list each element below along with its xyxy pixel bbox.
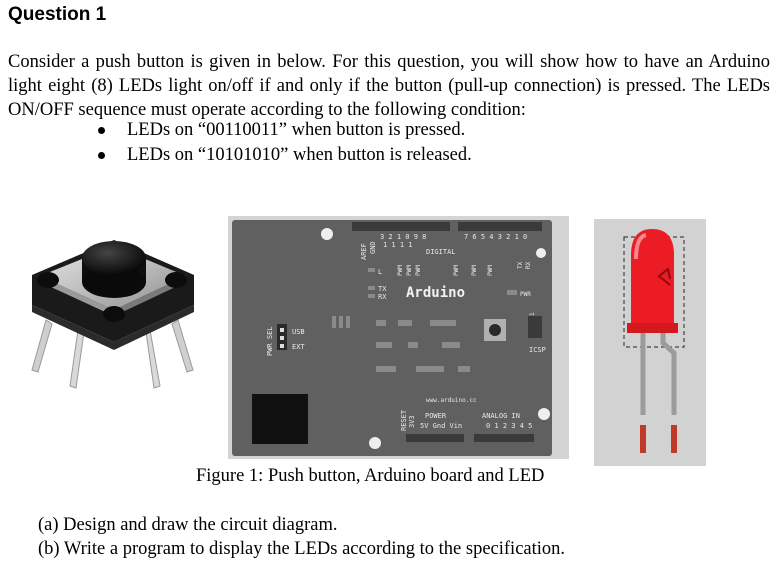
task-list: (a) Design and draw the circuit diagram.… — [38, 513, 565, 561]
tx-pin-label: TX — [517, 261, 524, 269]
condition-released: LEDs on “10101010” when button is releas… — [96, 143, 472, 168]
analog-in-label: ANALOG IN — [482, 412, 520, 420]
task-a: (a) Design and draw the circuit diagram. — [38, 515, 338, 535]
pwm-label-3: PWM — [415, 265, 422, 276]
arduino-logo: Arduino — [406, 285, 465, 301]
question-paragraph: Consider a push button is given in below… — [8, 52, 770, 120]
figure-caption: Figure 1: Push button, Arduino board and… — [196, 466, 545, 486]
push-button-image — [31, 240, 194, 389]
led-image — [594, 219, 706, 466]
icsp-pin1-label: 1 — [529, 312, 536, 316]
question-heading: Question 1 — [8, 4, 107, 25]
pin-numbers-right: 7 6 5 4 3 2 1 0 — [464, 233, 527, 241]
task-b: (b) Write a program to display the LEDs … — [38, 539, 566, 559]
pwm-label-5: PWM — [471, 265, 478, 276]
icsp-label: ICSP — [529, 346, 546, 354]
rx-pin-label: RX — [525, 261, 532, 269]
ext-label: EXT — [292, 343, 305, 351]
pwm-label-6: PWM — [487, 265, 494, 276]
pwm-label-4: PWM — [453, 265, 460, 276]
condition-pressed: LEDs on “00110011” when button is presse… — [96, 118, 472, 143]
gnd-label: GND — [369, 241, 377, 254]
tx-led-label: TX — [378, 285, 387, 293]
condition-list: LEDs on “00110011” when button is presse… — [96, 118, 472, 167]
digital-label: DIGITAL — [426, 248, 456, 256]
usb-label: USB — [292, 328, 305, 336]
l-led-label: L — [378, 268, 382, 276]
analog-pins-label: 0 1 2 3 4 5 — [486, 422, 532, 430]
website-label: www.arduino.cc — [426, 397, 477, 404]
arduino-board-image: AREF GND 3 2 1 0 9 8 1 1 1 1 7 6 5 4 3 2… — [228, 216, 569, 459]
aref-label: AREF — [360, 243, 368, 260]
reset-label: RESET — [400, 409, 408, 431]
rx-led-label: RX — [378, 293, 387, 301]
pwm-label-1: PWM — [397, 265, 404, 276]
pwm-label-2: PWM — [406, 265, 413, 276]
pin-numbers-left: 3 2 1 0 9 8 — [380, 233, 426, 241]
pwr-led-label: PWR — [520, 291, 531, 298]
3v3-label: 3V3 — [408, 415, 416, 428]
power-label: POWER — [425, 412, 447, 420]
power-pins-label: 5V Gnd Vin — [420, 422, 462, 430]
pwr-sel-label: PWR SEL — [266, 326, 274, 356]
pin-tens: 1 1 1 1 — [383, 241, 413, 249]
